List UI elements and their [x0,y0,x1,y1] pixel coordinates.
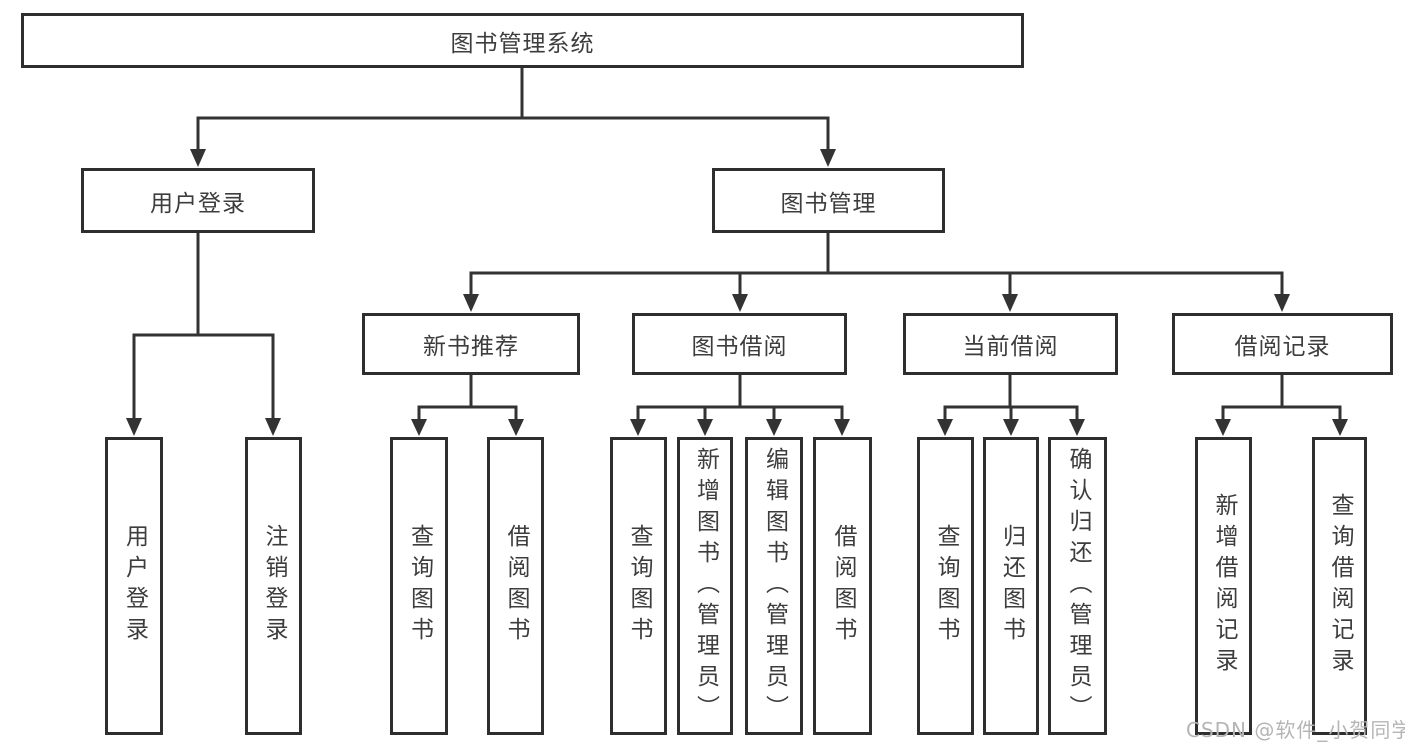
connector-book-mgmt-branch [469,233,1284,295]
node-current-borrow-label: 当前借阅 [962,334,1059,360]
leaf-query-borrow-record-label: 查询借阅记录 [1327,493,1353,679]
leaf-borrow-books-1: 借阅图书 [487,437,544,735]
node-book-borrow: 图书借阅 [632,313,847,375]
node-root-system-label: 图书管理系统 [450,30,595,57]
connector-user-login-branch [132,233,275,419]
node-current-borrow: 当前借阅 [903,313,1118,375]
leaf-confirm-return-admin-label: 确认归还（管理员） [1065,446,1091,726]
node-new-book-recommend: 新书推荐 [362,313,580,375]
node-borrow-records-label: 借阅记录 [1234,334,1331,360]
connector-root-arrowheads [190,149,836,167]
node-user-login-label: 用户登录 [150,190,246,217]
leaf-add-borrow-record: 新增借阅记录 [1195,437,1252,735]
leaf-logout-label: 注销登录 [261,524,287,648]
leaf-confirm-return-admin: 确认归还（管理员） [1048,437,1107,735]
connector-borrow-records-arrowheads [1215,419,1348,436]
leaf-borrow-books-2: 借阅图书 [813,437,872,735]
leaf-return-books: 归还图书 [983,437,1039,735]
leaf-query-borrow-record: 查询借阅记录 [1312,437,1367,735]
node-book-borrow-label: 图书借阅 [691,334,788,360]
leaf-query-books-2-label: 查询图书 [626,524,652,648]
connector-new-book-arrowheads [411,419,524,436]
leaf-edit-books-admin-label: 编辑图书（管理员） [761,446,788,726]
connector-book-borrow-arrowheads [630,419,850,436]
leaf-query-books-1-label: 查询图书 [406,524,433,648]
leaf-add-books-admin: 新增图书（管理员） [677,437,733,735]
leaf-borrow-books-1-label: 借阅图书 [503,524,529,648]
leaf-query-books-3-label: 查询图书 [933,524,959,648]
leaf-return-books-label: 归还图书 [998,524,1025,648]
leaf-user-login: 用户登录 [105,437,163,735]
leaf-add-borrow-record-label: 新增借阅记录 [1211,493,1237,679]
node-book-management-label: 图书管理 [780,190,877,217]
connector-new-book-branch [417,375,518,420]
connector-user-login-arrowheads [126,418,281,436]
connector-current-borrow-branch [943,375,1079,420]
node-root-system: 图书管理系统 [21,13,1024,68]
leaf-logout: 注销登录 [245,437,302,735]
connector-borrow-records-branch [1221,375,1342,420]
connector-current-borrow-arrowheads [937,419,1085,436]
connector-book-borrow-branch [636,375,844,420]
connector-book-mgmt-arrowheads [463,294,1290,312]
leaf-add-books-admin-label: 新增图书（管理员） [692,446,719,726]
leaf-borrow-books-2-label: 借阅图书 [830,524,856,648]
node-user-login: 用户登录 [81,168,315,233]
node-borrow-records: 借阅记录 [1172,313,1393,375]
csdn-watermark: CSDN @软件_小贺同学 [1186,718,1405,742]
leaf-query-books-3: 查询图书 [917,437,974,735]
leaf-edit-books-admin: 编辑图书（管理员） [745,437,803,735]
node-new-book-recommend-label: 新书推荐 [423,334,519,360]
leaf-query-books-1: 查询图书 [390,437,448,735]
node-book-management: 图书管理 [712,168,945,233]
leaf-user-login-label: 用户登录 [121,524,148,648]
leaf-query-books-2: 查询图书 [610,437,667,735]
connector-root-branch [196,68,830,150]
